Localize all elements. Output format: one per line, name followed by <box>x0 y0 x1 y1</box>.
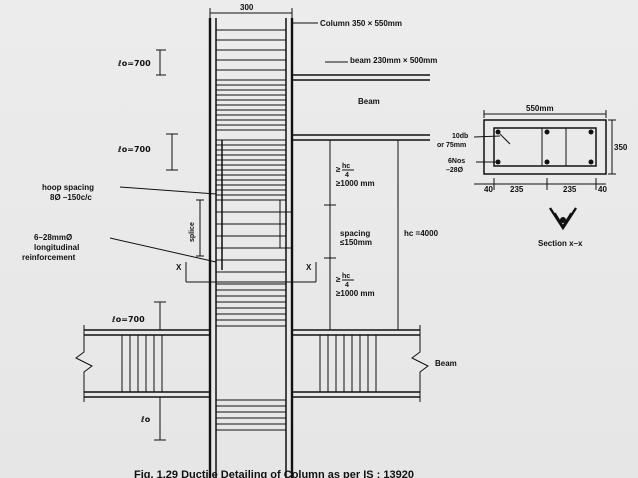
svg-text:≤150mm: ≤150mm <box>340 238 372 247</box>
svg-text:4: 4 <box>345 282 349 289</box>
lo-dimension-lower: ℓo=700 <box>111 301 166 330</box>
svg-text:X: X <box>306 263 312 272</box>
svg-text:≥1000 mm: ≥1000 mm <box>336 289 375 298</box>
section-title: Section x–x <box>538 239 583 248</box>
lower-beam <box>75 325 429 402</box>
svg-text:40: 40 <box>484 185 493 194</box>
svg-text:spacing: spacing <box>340 229 370 238</box>
beam-size-label: beam 230mm × 500mm <box>350 56 437 65</box>
svg-text:hc =4000: hc =4000 <box>404 229 439 238</box>
section-width-label: 550mm <box>526 104 554 113</box>
spacing-dimension: spacing ≤150mm <box>324 205 372 259</box>
lo-dimension-top: ℓo=700 <box>117 49 166 76</box>
section-cut-marker-left: X <box>176 262 316 283</box>
hc4-bottom-dimension: ≥ hc 4 ≥1000 mm <box>324 258 375 331</box>
svg-text:hoop spacing: hoop spacing <box>42 183 94 192</box>
svg-text:6Nos: 6Nos <box>448 158 465 165</box>
middle-hoops <box>216 211 286 273</box>
svg-text:≥: ≥ <box>336 165 341 174</box>
column-width-dimension: 300 <box>209 3 293 18</box>
splice-dimension: splice <box>189 199 204 257</box>
hc-total-dimension: hc =4000 <box>392 139 439 331</box>
longitudinal-reinforcement-note: 6–28mmØ longitudinal reinforcement <box>22 233 217 263</box>
svg-text:reinforcement: reinforcement <box>22 253 76 262</box>
lo-label-lower: ℓo=700 <box>111 315 145 324</box>
lower-hoops <box>216 283 286 431</box>
lo-label-top: ℓo=700 <box>117 59 151 68</box>
svg-text:40: 40 <box>598 185 607 194</box>
upper-beam <box>292 74 430 141</box>
column-width-label: 300 <box>240 3 254 12</box>
svg-text:or 75mm: or 75mm <box>437 142 466 149</box>
svg-text:8Ø –150c/c: 8Ø –150c/c <box>50 193 92 202</box>
lap-splice-bar <box>221 140 293 270</box>
svg-text:hc: hc <box>342 163 350 170</box>
splice-label: splice <box>189 222 196 242</box>
lo-label-upper: ℓo=700 <box>117 145 151 154</box>
svg-text:longitudinal: longitudinal <box>34 243 79 252</box>
column-cross-section: 550mm 350 10db or 75mm 6Nos –28Ø 40 235 <box>437 104 628 194</box>
section-cut-marker-right: X <box>306 262 317 282</box>
svg-text:6–28mmØ: 6–28mmØ <box>34 233 72 242</box>
lower-beam-label: Beam <box>435 359 457 368</box>
lo-dimension-bottom: ℓo <box>140 397 166 441</box>
svg-text:≥: ≥ <box>336 275 341 284</box>
lo-label-bottom: ℓo <box>140 415 151 424</box>
svg-text:4: 4 <box>345 172 349 179</box>
hook-detail: Section x–x <box>538 207 583 248</box>
figure-caption: Fig. 1.29 Ductile Detailing of Column as… <box>134 469 414 478</box>
svg-text:X: X <box>176 263 182 272</box>
svg-text:hc: hc <box>342 273 350 280</box>
svg-text:235: 235 <box>510 185 524 194</box>
svg-text:10db: 10db <box>452 133 468 140</box>
svg-text:–28Ø: –28Ø <box>446 167 464 174</box>
upper-beam-label: Beam <box>358 97 380 106</box>
hoop-spacing-note: hoop spacing 8Ø –150c/c <box>42 183 217 202</box>
hc4-top-dimension: ≥ hc 4 ≥1000 mm <box>324 139 375 206</box>
section-depth-label: 350 <box>614 143 628 152</box>
svg-text:≥1000 mm: ≥1000 mm <box>336 179 375 188</box>
column-size-label: Column 350 × 550mm <box>320 19 402 28</box>
svg-text:235: 235 <box>563 185 577 194</box>
lo-dimension-upper: ℓo=700 <box>117 133 178 171</box>
upper-hoops <box>216 29 286 201</box>
